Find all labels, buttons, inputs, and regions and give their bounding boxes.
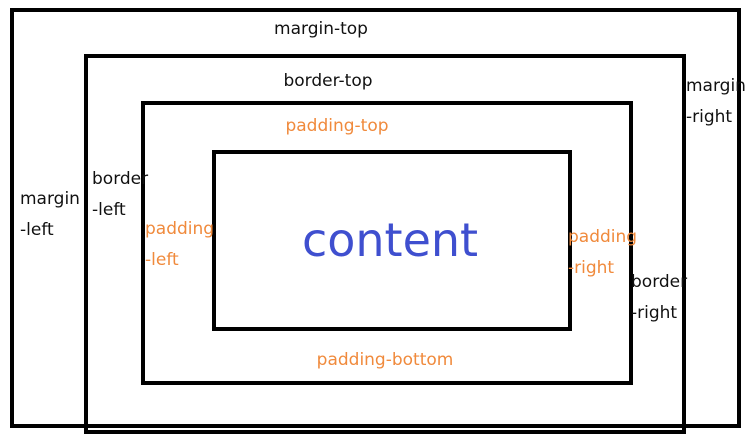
border-right-label-line2: -right — [631, 303, 678, 323]
margin-right-label-line2: -right — [686, 107, 733, 127]
margin-top-label: margin-top — [274, 19, 368, 39]
padding-top-label: padding-top — [285, 116, 389, 136]
border-right-label-line1: border — [631, 272, 688, 292]
padding-bottom-label: padding-bottom — [316, 350, 454, 370]
padding-left-label-line1: padding — [145, 219, 215, 239]
margin-right-label-line1: margin — [686, 76, 746, 96]
padding-right-label-line2: -right — [568, 258, 615, 278]
content-box — [212, 150, 572, 331]
border-left-label-line2: -left — [92, 200, 126, 220]
border-top-label: border-top — [283, 71, 373, 91]
padding-box — [141, 101, 633, 385]
border-left-label-line1: border — [92, 169, 149, 189]
padding-left-label-line2: -left — [145, 250, 179, 270]
margin-left-label-line2: -left — [20, 220, 54, 240]
padding-right-label-line1: padding — [568, 227, 638, 247]
margin-left-label-line1: margin — [20, 189, 80, 209]
content-label: content — [301, 213, 479, 267]
